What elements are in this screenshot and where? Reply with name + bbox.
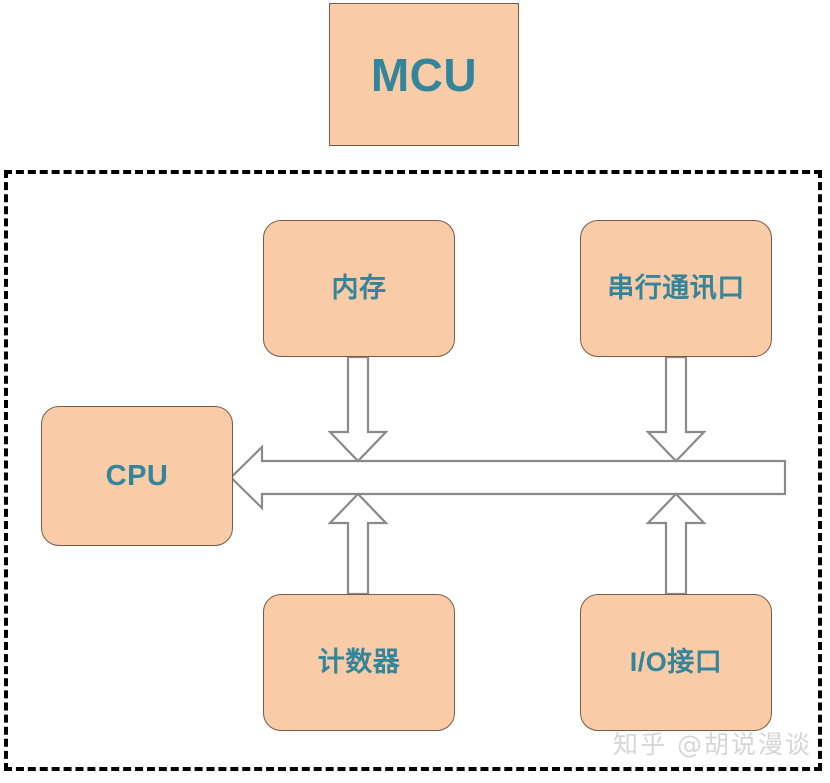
node-counter-label: 计数器 <box>317 647 401 677</box>
node-io-interface[interactable]: I/O接口 <box>580 594 772 731</box>
node-cpu[interactable]: CPU <box>41 406 233 546</box>
node-memory-label: 内存 <box>331 273 387 303</box>
node-serial-port-label: 串行通讯口 <box>607 273 745 303</box>
node-counter[interactable]: 计数器 <box>263 594 455 731</box>
chip-boundary-dashed-rect <box>4 170 822 771</box>
node-cpu-label: CPU <box>105 459 169 492</box>
mcu-title-box: MCU <box>329 3 519 146</box>
node-io-interface-label: I/O接口 <box>629 647 723 677</box>
watermark-text: 知乎 @胡说漫谈 <box>613 730 812 759</box>
node-memory[interactable]: 内存 <box>263 220 455 357</box>
node-serial-port[interactable]: 串行通讯口 <box>580 220 772 357</box>
mcu-title-label: MCU <box>370 48 478 101</box>
